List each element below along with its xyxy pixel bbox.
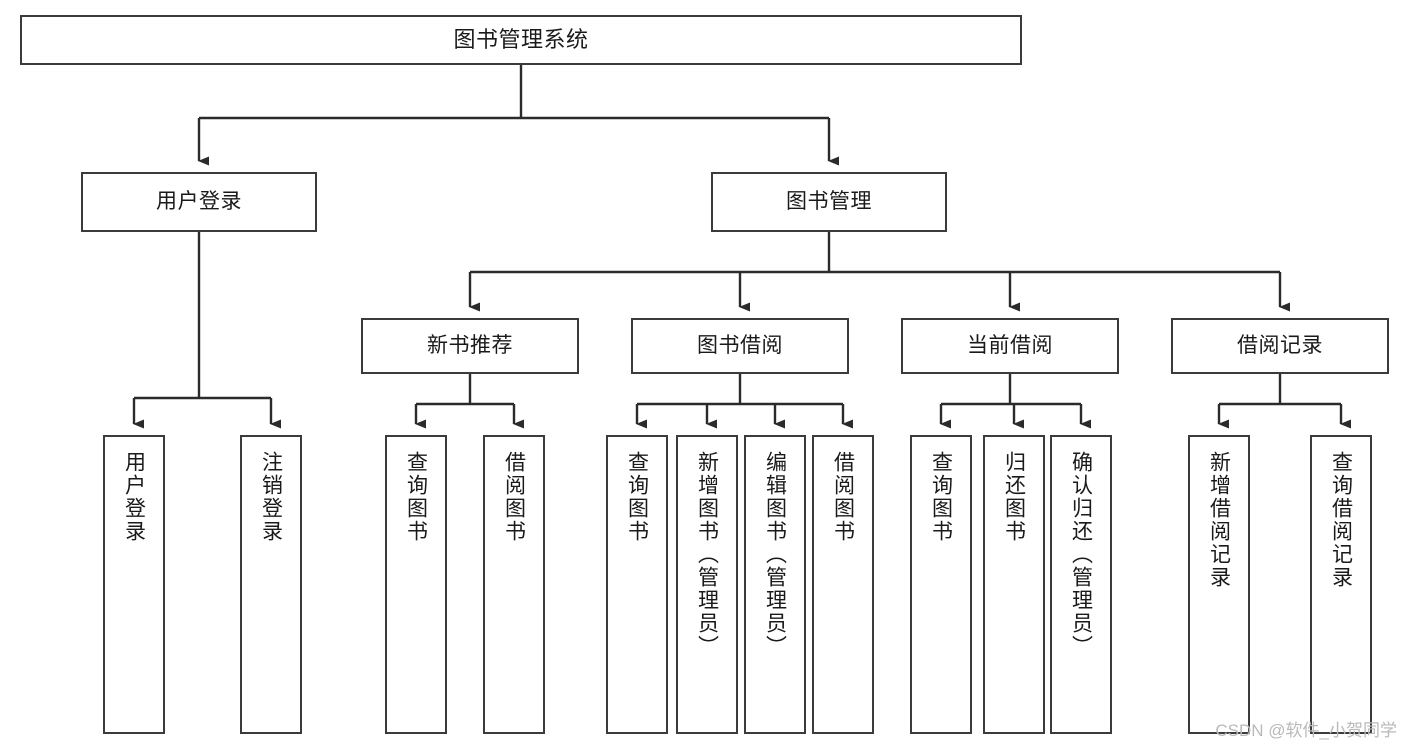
node-borrow[interactable]: 图书借阅 [631, 318, 849, 374]
node-leaf-cur-2[interactable]: 归还图书 [983, 435, 1045, 734]
node-leaf-bor-3[interactable]: 编辑图书（管理员） [744, 435, 806, 734]
node-label: 编辑图书（管理员） [763, 451, 787, 658]
node-current[interactable]: 当前借阅 [901, 318, 1119, 374]
node-leaf-rec-2[interactable]: 查询借阅记录 [1310, 435, 1372, 734]
node-leaf-cur-3[interactable]: 确认归还（管理员） [1050, 435, 1112, 734]
node-label: 新增图书（管理员） [695, 451, 719, 658]
node-label: 借阅图书 [831, 451, 855, 543]
node-login[interactable]: 用户登录 [81, 172, 317, 232]
node-label: 图书管理系统 [453, 27, 589, 53]
node-records[interactable]: 借阅记录 [1171, 318, 1389, 374]
node-label: 注销登录 [259, 451, 283, 543]
node-label: 借阅图书 [502, 451, 526, 543]
node-leaf-login-1[interactable]: 用户登录 [103, 435, 165, 734]
node-label: 图书借阅 [697, 333, 783, 357]
node-label: 查询图书 [929, 451, 953, 543]
node-label: 查询借阅记录 [1329, 451, 1353, 589]
node-label: 查询图书 [625, 451, 649, 543]
node-leaf-new-1[interactable]: 查询图书 [385, 435, 447, 734]
node-label: 新书推荐 [427, 333, 513, 357]
node-newbook[interactable]: 新书推荐 [361, 318, 579, 374]
node-label: 用户登录 [156, 189, 242, 213]
node-label: 归还图书 [1002, 451, 1026, 543]
node-leaf-new-2[interactable]: 借阅图书 [483, 435, 545, 734]
node-leaf-rec-1[interactable]: 新增借阅记录 [1188, 435, 1250, 734]
node-leaf-bor-1[interactable]: 查询图书 [606, 435, 668, 734]
node-label: 用户登录 [122, 451, 146, 543]
node-label: 新增借阅记录 [1207, 451, 1231, 589]
node-root[interactable]: 图书管理系统 [20, 15, 1022, 65]
watermark: CSDN @软件_小贺同学 [1215, 721, 1397, 740]
node-leaf-bor-2[interactable]: 新增图书（管理员） [676, 435, 738, 734]
node-leaf-login-2[interactable]: 注销登录 [240, 435, 302, 734]
node-label: 确认归还（管理员） [1069, 451, 1093, 658]
node-leaf-cur-1[interactable]: 查询图书 [910, 435, 972, 734]
node-label: 查询图书 [404, 451, 428, 543]
node-leaf-bor-4[interactable]: 借阅图书 [812, 435, 874, 734]
node-label: 图书管理 [786, 189, 872, 213]
node-label: 当前借阅 [967, 333, 1053, 357]
node-label: 借阅记录 [1237, 333, 1323, 357]
node-bookmgmt[interactable]: 图书管理 [711, 172, 947, 232]
